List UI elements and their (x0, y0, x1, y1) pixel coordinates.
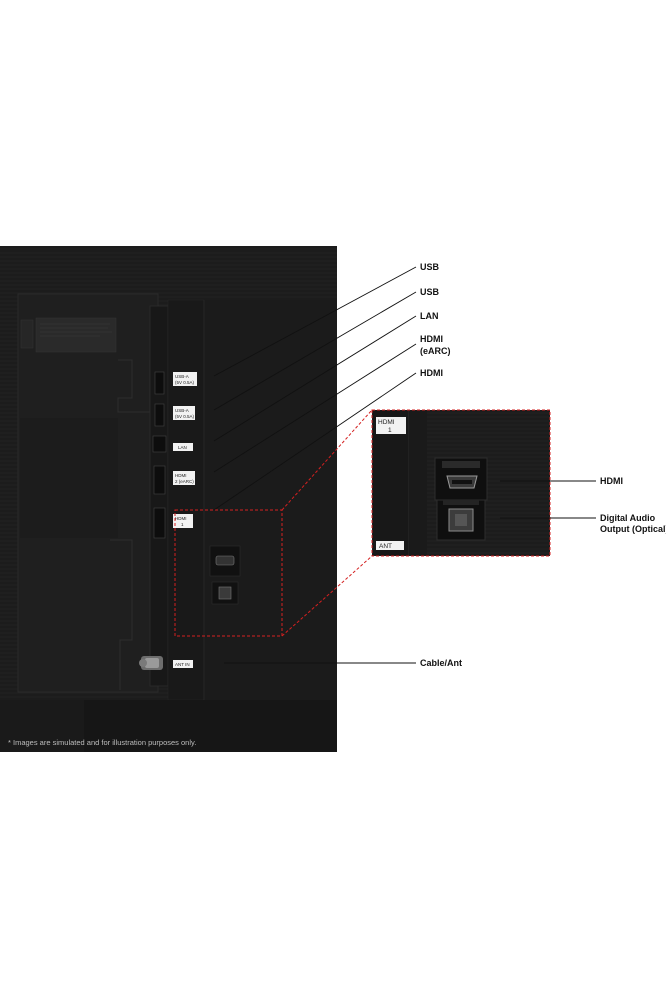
port-label-hdmi-1-line1: HDMI (175, 516, 187, 521)
zoom-label-ant: ANT (376, 541, 404, 550)
highlight-box (174, 509, 283, 637)
leader-lines (213, 266, 596, 664)
callout-hdmi-earc-line1: HDMI (420, 334, 443, 344)
port-label-hdmi-2-line1: HDMI (175, 473, 187, 478)
callout-hdmi: HDMI (420, 368, 443, 378)
callout-cable-ant: Cable/Ant (420, 658, 462, 668)
disclaimer: * Images are simulated and for illustrat… (8, 738, 196, 747)
zoom-optical-port (436, 499, 486, 541)
port-label-usb-1-line1: USB-A (175, 374, 189, 379)
port-label-lan: LAN (173, 443, 193, 451)
callout-usb-2: USB (420, 287, 440, 297)
zoom-connectors (281, 409, 373, 637)
rating-sticker (35, 317, 117, 353)
port-label-ant: ANT IN (173, 660, 193, 668)
port-label-usb-2-line1: USB-A (175, 408, 189, 413)
hdmi-port (153, 507, 166, 539)
port-label-usb-2: USB-A (5V 0.5A) (173, 406, 195, 420)
zoom-callout-optical-line1: Digital Audio (600, 513, 656, 523)
tv-back-photo: USB-A (5V 0.5A) USB-A (5V 0.5A) LAN HDMI… (0, 246, 337, 752)
zoom-label-hdmi-line2: 1 (388, 427, 392, 434)
port-label-hdmi-2-line2: 2 (eARC) (175, 479, 194, 484)
usb-port-2 (154, 403, 165, 427)
zoom-callout-optical-line2: Output (Optical) (600, 524, 666, 534)
zoom-hdmi-port (434, 457, 488, 501)
port-label-hdmi-1: HDMI 1 (173, 514, 193, 528)
callout-hdmi-earc-line2: (eARC) (420, 346, 451, 356)
zoom-label-hdmi: HDMI 1 (376, 417, 406, 434)
usb-port-1 (154, 371, 165, 395)
side-hdmi-port (209, 545, 241, 577)
port-label-usb-1: USB-A (5V 0.5A) (173, 372, 197, 386)
side-optical-port (211, 581, 239, 605)
callout-labels: USB USB LAN HDMI (eARC) HDMI Cable/Ant H… (420, 262, 666, 668)
zoom-label-ant-text: ANT (379, 543, 392, 550)
zoom-panel: HDMI 1 ANT (371, 409, 551, 557)
port-label-hdmi-1-line2: 1 (181, 522, 184, 527)
zoom-label-hdmi-line1: HDMI (378, 419, 395, 426)
callout-lan: LAN (420, 311, 439, 321)
antenna-connector (139, 656, 163, 670)
port-label-usb-2-line2: (5V 0.5A) (175, 414, 195, 419)
port-label-hdmi-2: HDMI 2 (eARC) (173, 471, 195, 485)
port-label-usb-1-line2: (5V 0.5A) (175, 380, 195, 385)
port-label-lan-text: LAN (178, 445, 187, 450)
port-label-ant-text: ANT IN (175, 662, 190, 667)
port-strip (149, 305, 169, 687)
hdmi-earc-port (153, 465, 166, 495)
lan-port (152, 435, 167, 453)
zoom-callout-hdmi: HDMI (600, 476, 623, 486)
callout-usb-1: USB (420, 262, 440, 272)
